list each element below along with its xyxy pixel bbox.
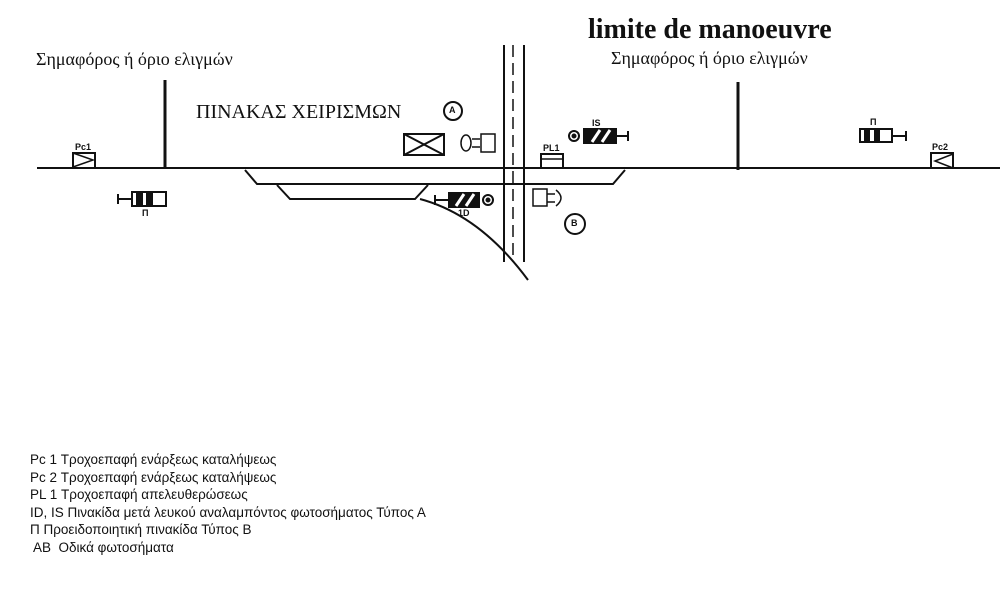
- pl1-label: PL1: [543, 143, 560, 153]
- legend-item: PL 1 Τροχοεπαφή απελευθερώσεως: [30, 487, 248, 503]
- id-label: 1D: [458, 208, 470, 218]
- legend-item: Π Προειδοποιητική πινακίδα Τύπος Β: [30, 522, 252, 538]
- is-signal-board-icon: [568, 128, 629, 144]
- road-light-b-icon: [532, 188, 562, 207]
- legend: Pc 1 Τροχοεπαφή ενάρξεως καταλήψεως Pc 2…: [30, 451, 426, 557]
- legend-item: Pc 2 Τροχοεπαφή ενάρξεως καταλήψεως: [30, 469, 277, 485]
- left-signal-label: Σημαφόρος ή όριο ελιγμών: [36, 49, 233, 69]
- pc1-label: Pc1: [75, 142, 92, 152]
- legend-item: Pc 1 Τροχοεπαφή ενάρξεως καταλήψεως: [30, 452, 277, 467]
- marker-b-circle: [564, 213, 586, 235]
- is-label: IS: [592, 118, 601, 128]
- legend-item: ID, IS Πινακίδα μετά λευκού αναλαμπόντος…: [30, 504, 426, 520]
- branch-track: [419, 198, 529, 281]
- right-signal-label: Σημαφόρος ή όριο ελιγμών: [611, 48, 808, 68]
- pc1-contact-icon: [72, 152, 96, 169]
- pl1-contact-icon: [540, 153, 564, 169]
- control-panel-label: ΠΙΝΑΚΑΣ ΧΕΙΡΙΣΜΩΝ: [196, 101, 402, 123]
- platform-outer: [244, 169, 626, 185]
- marker-a-circle: [443, 101, 463, 121]
- pi-left-label: Π: [142, 208, 149, 218]
- platform-inner: [276, 184, 429, 200]
- road-light-a-icon: [460, 133, 496, 153]
- marker-a-label: A: [449, 105, 456, 115]
- right-title: limite de manoeuvre: [588, 14, 832, 45]
- pi-right-label: Π: [870, 117, 877, 127]
- marker-b-label: B: [571, 218, 578, 228]
- pc2-contact-icon: [930, 152, 954, 169]
- warning-board-right-icon: [859, 128, 907, 143]
- id-signal-board-icon: [434, 192, 494, 208]
- warning-board-left-icon: [117, 191, 167, 207]
- control-cabinet-icon: [403, 133, 445, 156]
- legend-item: AB Οδικά φωτοσήματα: [30, 539, 174, 555]
- pc2-label: Pc2: [932, 142, 949, 152]
